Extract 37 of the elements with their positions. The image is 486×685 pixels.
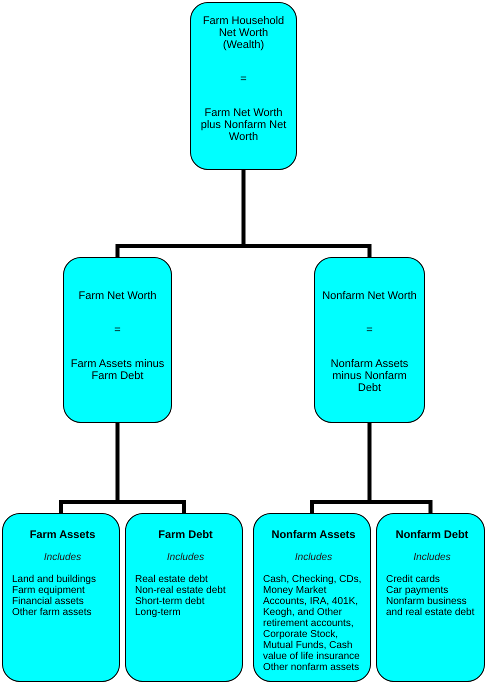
- box-heading: Nonfarm Assets: [270, 529, 356, 541]
- box-heading: Nonfarm Debt: [394, 529, 470, 541]
- list-item: Farm equipment: [12, 585, 86, 596]
- includes-label: Includes: [294, 552, 334, 564]
- list-item: Car payments: [386, 585, 450, 596]
- list-item: Other farm assets: [12, 607, 92, 618]
- list-item: Other nonfarm assets: [263, 662, 360, 673]
- rounded-box: [125, 513, 243, 682]
- box-heading: Farm Debt: [157, 529, 214, 541]
- includes-label: Includes: [42, 552, 82, 564]
- list-item: Short-term debt: [135, 596, 206, 607]
- node-text: Farm Net Worth plus Nonfarm Net Worth: [200, 107, 288, 143]
- node-text: Farm Net Worth: [78, 290, 157, 302]
- node-text: Farm Household Net Worth (Wealth): [202, 15, 286, 51]
- node-text: Nonfarm Net Worth: [322, 290, 417, 302]
- rounded-box: [253, 513, 371, 682]
- list-item: Land and buildings: [12, 574, 97, 585]
- equals-sign: =: [240, 73, 247, 85]
- list-item: Nonfarm business and real estate debt: [386, 596, 476, 618]
- rounded-box: [2, 513, 120, 682]
- list-item: Financial assets: [12, 596, 85, 607]
- list-item: Credit cards: [386, 574, 441, 585]
- rounded-box: [314, 257, 425, 423]
- equals-sign: =: [114, 324, 121, 336]
- includes-label: Includes: [412, 552, 452, 564]
- box-heading: Farm Assets: [28, 529, 96, 541]
- list-item: Real estate debt: [135, 574, 209, 585]
- list-item: Non-real estate debt: [135, 585, 227, 596]
- rounded-box: [63, 257, 172, 423]
- equals-sign: =: [366, 324, 373, 336]
- list-item: Long-term: [135, 607, 182, 618]
- node-text: Nonfarm Assets minus Nonfarm Debt: [330, 358, 410, 394]
- rounded-box: [190, 2, 297, 170]
- rounded-box: [376, 513, 485, 682]
- includes-label: Includes: [166, 552, 206, 564]
- node-text: Farm Assets minus Farm Debt: [70, 358, 165, 382]
- list-item: Cash, Checking, CDs, Money Market Accounts, IRA, 401K, Keogh, and Other retirement accounts, Corporate Stock, Mutual Funds, Cash value of life insurance: [263, 574, 362, 662]
